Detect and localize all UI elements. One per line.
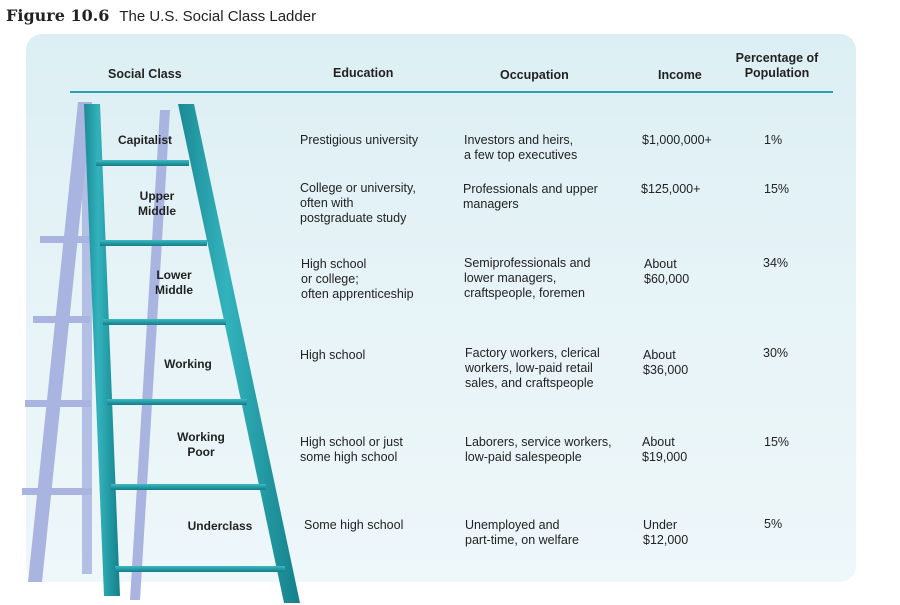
class-label-capitalist: Capitalist (117, 133, 172, 147)
percentage-cell: 1% (764, 133, 783, 147)
ladder-rung (107, 399, 247, 405)
education-cell: Some high school (304, 518, 404, 532)
class-label-lower-middle: Lower Middle (155, 268, 193, 297)
header-percentage: Percentage of Population (735, 51, 819, 80)
education-cell: College or university, often with postgr… (300, 181, 416, 225)
back-ladder (22, 102, 170, 600)
education-cell: High school (300, 348, 366, 362)
percentage-cell: 34% (763, 256, 789, 270)
header-income: Income (658, 68, 702, 82)
occupation-cell: Semiprofessionals and lower managers, cr… (464, 256, 591, 300)
ladder-rung (96, 160, 189, 166)
education-cell: High school or just some high school (300, 435, 403, 464)
percentage-cell: 15% (764, 182, 790, 196)
occupation-cell: Investors and heirs, a few top executive… (464, 133, 578, 162)
percentage-cell: 5% (764, 517, 783, 531)
front-ladder (84, 104, 300, 603)
education-cell: Prestigious university (300, 133, 419, 147)
education-cell: High school or college; often apprentice… (301, 257, 414, 301)
occupation-cell: Unemployed and part-time, on welfare (465, 518, 579, 547)
ladder-rung (100, 240, 207, 246)
ladder-rung (115, 566, 285, 572)
class-label-underclass: Underclass (187, 519, 253, 533)
header-social-class: Social Class (108, 67, 182, 81)
ladder-rung (111, 484, 266, 490)
occupation-cell: Factory workers, clerical workers, low-p… (465, 346, 600, 390)
occupation-cell: Laborers, service workers, low-paid sale… (465, 435, 612, 464)
percentage-cell: 30% (763, 346, 789, 360)
header-rule (70, 91, 833, 93)
figure-caption: Figure 10.6 The U.S. Social Class Ladder (6, 6, 316, 25)
income-cell: About $19,000 (642, 435, 688, 464)
income-cell: $1,000,000+ (642, 133, 712, 147)
header-occupation: Occupation (500, 68, 569, 82)
occupation-cell: Professionals and upper managers (463, 182, 598, 211)
class-label-working-poor: Working Poor (177, 430, 225, 459)
income-cell: About $36,000 (643, 348, 689, 377)
header-education: Education (333, 66, 394, 80)
income-cell: $125,000+ (641, 182, 701, 196)
ladder-rung (103, 319, 226, 325)
income-cell: About $60,000 (644, 257, 690, 286)
percentage-cell: 15% (764, 435, 790, 449)
income-cell: Under $12,000 (643, 518, 689, 547)
figure-title: The U.S. Social Class Ladder (119, 8, 317, 25)
figure-number: Figure 10.6 (6, 6, 110, 25)
class-label-upper-middle: Upper Middle (138, 189, 176, 218)
class-label-working: Working (164, 357, 212, 371)
